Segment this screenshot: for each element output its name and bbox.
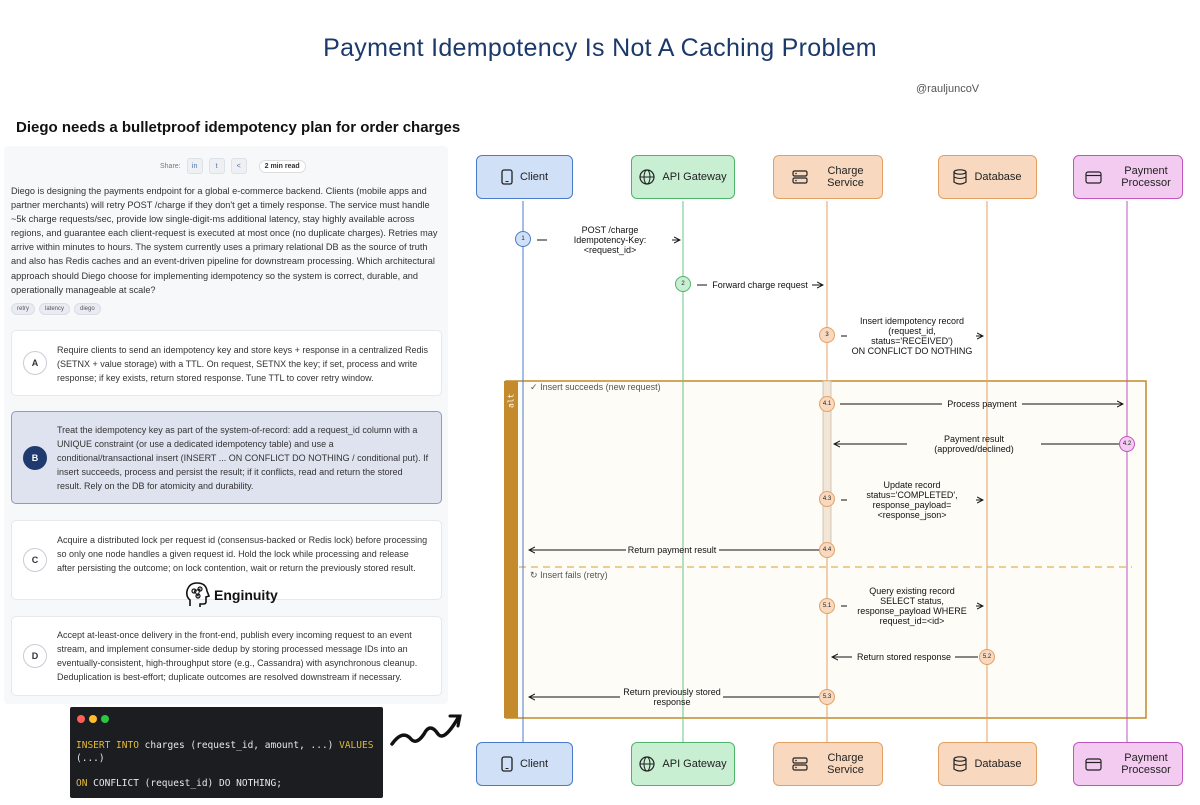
actor-label: Charge Service (827, 165, 864, 189)
tag[interactable]: latency (39, 303, 71, 315)
option-a[interactable]: A Require clients to send an idempotency… (11, 330, 442, 396)
alt-label: alt (506, 393, 516, 409)
option-d[interactable]: D Accept at-least-once delivery in the f… (11, 616, 442, 696)
message-label: Return payment result (627, 545, 717, 555)
alt-success-label: ✓ Insert succeeds (new request) (530, 382, 661, 392)
step-badge: 5.1 (819, 598, 835, 614)
step-badge: 4.4 (819, 542, 835, 558)
alt-fail-label: ↻ Insert fails (retry) (530, 570, 608, 580)
share-bar: Share: in t < 2 min read (160, 158, 306, 174)
code-line: ON CONFLICT (request_id) DO NOTHING; (76, 778, 282, 789)
tag[interactable]: diego (74, 303, 101, 315)
tag-list: retry latency diego (11, 303, 101, 315)
tag[interactable]: retry (11, 303, 35, 315)
close-dot-icon (77, 715, 85, 723)
actor-label: Database (974, 758, 1022, 770)
actor-database-top[interactable]: Database (938, 155, 1037, 199)
option-b[interactable]: B Treat the idempotency key as part of t… (11, 411, 442, 504)
message-label: Update record status='COMPLETED', respon… (866, 480, 958, 520)
actor-label: Client (519, 758, 549, 770)
step-badge: 5.3 (819, 689, 835, 705)
code-line: (...) (76, 753, 105, 764)
actor-label: Payment Processor (1121, 752, 1171, 776)
code-line: INSERT INTO charges (request_id, amount,… (76, 740, 374, 751)
message-label: Return stored response (856, 652, 952, 662)
option-text: Acquire a distributed lock per request i… (57, 535, 428, 573)
check-icon: ✓ (530, 382, 538, 392)
actor-label: API Gateway (662, 758, 727, 770)
read-time-badge: 2 min read (258, 159, 306, 173)
option-letter: B (23, 445, 47, 470)
phone-icon (501, 756, 513, 772)
minimize-dot-icon (89, 715, 97, 723)
actor-label: API Gateway (662, 171, 727, 183)
option-text: Treat the idempotency key as part of the… (57, 425, 429, 491)
step-badge: 3 (819, 327, 835, 343)
actor-payment-processor-bottom[interactable]: Payment Processor (1073, 742, 1183, 786)
actor-label: Database (974, 171, 1022, 183)
actor-label: Client (519, 171, 549, 183)
page-title: Payment Idempotency Is Not A Caching Pro… (323, 34, 877, 62)
brand-logo: Enginuity (184, 581, 278, 609)
share-icon[interactable]: < (230, 158, 247, 174)
share-label: Share: (160, 162, 181, 170)
phone-icon (501, 169, 513, 185)
author-handle: @rauljuncoV (916, 83, 980, 95)
linkedin-icon[interactable]: in (186, 158, 203, 174)
message-label: Query existing record SELECT status, res… (857, 586, 967, 626)
message-label: Process payment (947, 399, 1017, 409)
option-text: Require clients to send an idempotency k… (57, 345, 428, 383)
option-text: Accept at-least-once delivery in the fro… (57, 630, 418, 682)
step-badge: 4.1 (819, 396, 835, 412)
actor-charge-service-bottom[interactable]: Charge Service (773, 742, 883, 786)
message-label: Forward charge request (712, 280, 808, 290)
step-badge: 5.2 (979, 649, 995, 665)
option-letter: A (23, 351, 47, 375)
actor-label: Payment Processor (1121, 165, 1171, 189)
option-letter: D (23, 644, 47, 668)
actor-payment-processor-top[interactable]: Payment Processor (1073, 155, 1183, 199)
database-icon (953, 756, 968, 772)
actor-label: Charge Service (827, 752, 864, 776)
retry-icon: ↻ (530, 570, 538, 580)
brain-head-icon (186, 582, 210, 607)
step-badge: 2 (675, 276, 691, 292)
option-letter: C (23, 548, 47, 572)
actor-database-bottom[interactable]: Database (938, 742, 1037, 786)
step-badge: 4.3 (819, 491, 835, 507)
brand-name: Enginuity (214, 587, 278, 603)
step-badge: 1 (515, 231, 531, 247)
globe-icon (639, 169, 655, 185)
twitter-icon[interactable]: t (208, 158, 225, 174)
option-c[interactable]: C Acquire a distributed lock per request… (11, 520, 442, 600)
message-label: Payment result (approved/declined) (934, 434, 1014, 454)
globe-icon (639, 756, 655, 772)
question-description: Diego is designing the payments endpoint… (11, 186, 438, 295)
maximize-dot-icon (101, 715, 109, 723)
actor-client-bottom[interactable]: Client (476, 742, 573, 786)
database-icon (953, 169, 968, 185)
actor-api-gateway-bottom[interactable]: API Gateway (631, 742, 735, 786)
step-badge: 4.2 (1119, 436, 1135, 452)
server-icon (792, 170, 808, 184)
alt-tab (504, 381, 518, 718)
message-label: Insert idempotency record (request_id, s… (851, 316, 973, 356)
squiggle-arrow (390, 716, 460, 746)
actor-client-top[interactable]: Client (476, 155, 573, 199)
server-icon (792, 757, 808, 771)
card-icon (1085, 170, 1102, 184)
message-label: POST /charge Idempotency-Key: <request_i… (573, 225, 647, 255)
actor-charge-service-top[interactable]: Charge Service (773, 155, 883, 199)
window-controls (77, 715, 109, 723)
code-snippet: INSERT INTO charges (request_id, amount,… (70, 707, 383, 798)
card-icon (1085, 757, 1102, 771)
message-label: Return previously stored response (623, 687, 721, 707)
question-title: Diego needs a bulletproof idempotency pl… (16, 119, 461, 136)
actor-api-gateway-top[interactable]: API Gateway (631, 155, 735, 199)
